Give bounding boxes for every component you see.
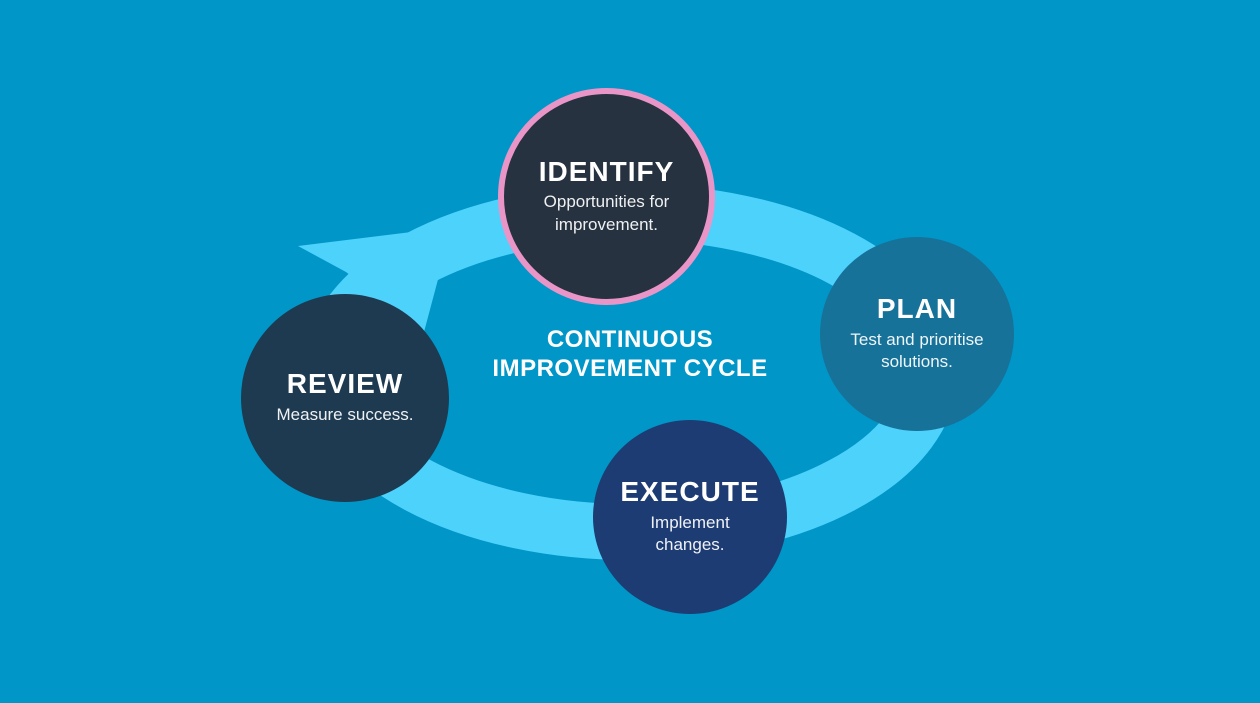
step-label-review: REVIEW: [286, 368, 404, 400]
diagram-title-line1: CONTINUOUS: [546, 326, 714, 353]
diagram-title: CONTINUOUS IMPROVEMENT CYCLE: [423, 325, 837, 383]
step-label-plan: PLAN: [876, 293, 958, 325]
step-description-plan: Test and prioritise solutions.: [850, 329, 984, 372]
step-circle-review: REVIEW Measure success.: [241, 294, 449, 502]
cycle-arrowhead-icon: [298, 227, 452, 332]
step-circle-plan: PLAN Test and prioritise solutions.: [820, 237, 1014, 431]
step-description-execute: Implement changes.: [650, 512, 730, 555]
diagram-title-line2: IMPROVEMENT CYCLE: [492, 355, 768, 382]
step-description-review: Measure success.: [276, 405, 414, 425]
step-description-identify: Opportunities for improvement.: [543, 192, 670, 234]
step-label-identify: IDENTIFY: [538, 155, 675, 187]
step-label-execute: EXECUTE: [620, 476, 760, 508]
step-circle-execute: EXECUTE Implement changes.: [593, 420, 787, 614]
step-circle-identify: IDENTIFY Opportunities for improvement.: [498, 88, 715, 305]
